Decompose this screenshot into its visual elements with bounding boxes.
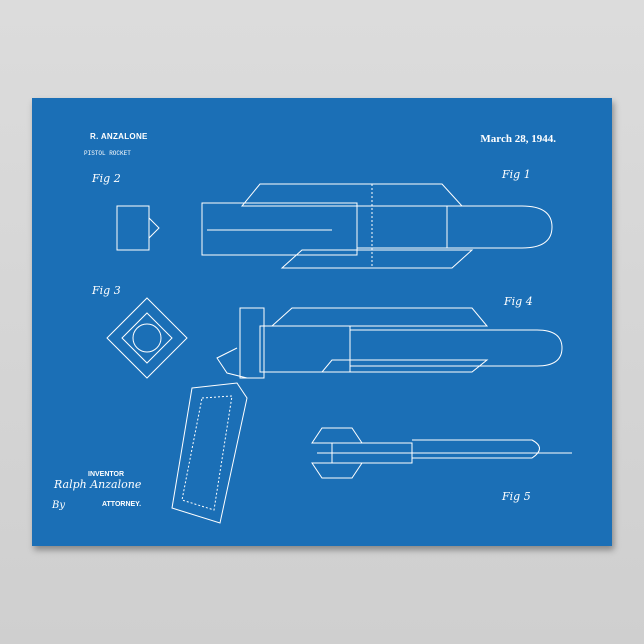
patent-drawing xyxy=(106,183,572,524)
fig-5-drawing xyxy=(311,427,572,479)
inventor-signature: Ralph Anzalone xyxy=(54,478,142,491)
inventor-name: R. ANZALONE xyxy=(90,132,148,141)
fig-1-label: Fig 1 xyxy=(502,168,531,181)
fig-4-label: Fig 4 xyxy=(504,295,533,308)
inventor-label: INVENTOR xyxy=(88,471,125,478)
fig-4-pistol-drawing xyxy=(171,307,563,524)
patent-title: PISTOL ROCKET xyxy=(84,150,131,157)
fig-2-label: Fig 2 xyxy=(92,172,121,185)
by-label: By xyxy=(52,500,65,511)
fig-1-rocket-drawing xyxy=(201,183,553,269)
blueprint-poster: R. ANZALONE PISTOL ROCKET March 28, 1944… xyxy=(32,98,612,546)
fig-3-label: Fig 3 xyxy=(92,284,121,297)
fig-2-drawing xyxy=(116,205,160,251)
fig-5-label: Fig 5 xyxy=(502,490,531,503)
patent-date: March 28, 1944. xyxy=(480,133,556,145)
fig-3-drawing xyxy=(106,297,188,379)
attorney-label: ATTORNEY. xyxy=(102,501,142,508)
